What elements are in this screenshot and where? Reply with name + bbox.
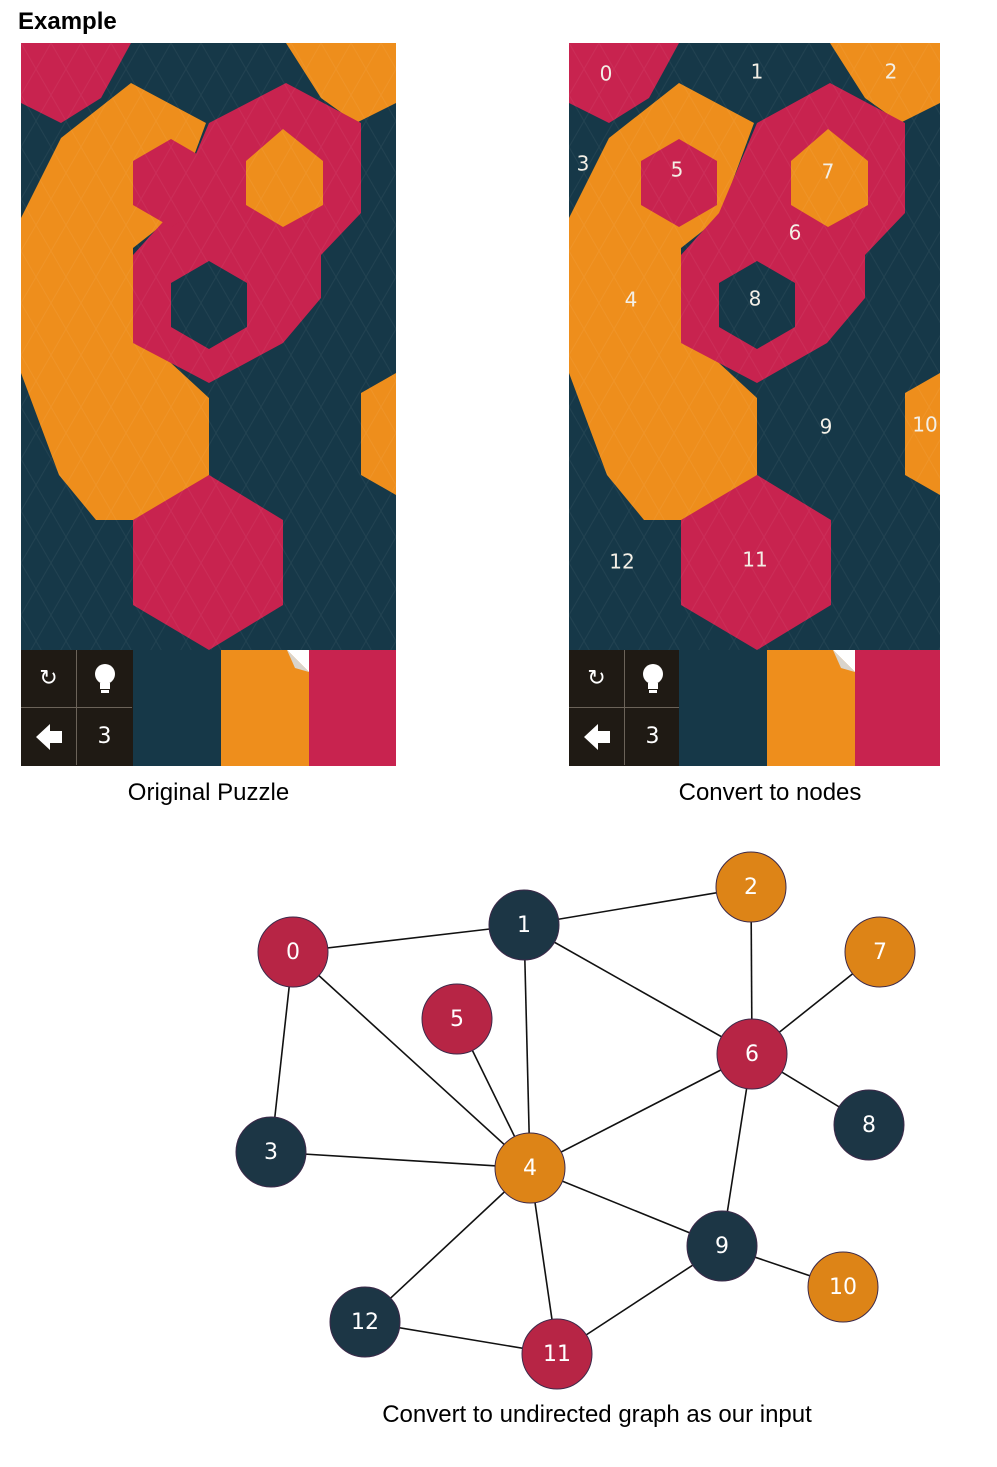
graph-node-5: 5 — [421, 983, 493, 1055]
node-label-12: 12 — [609, 550, 634, 574]
texture-overlay — [21, 43, 396, 650]
orange-color-swatch[interactable] — [767, 650, 855, 766]
graph-node-label-3: 3 — [264, 1140, 278, 1165]
node-label-10: 10 — [912, 413, 937, 437]
moves-counter: 3 — [97, 724, 112, 749]
node-label-1: 1 — [751, 60, 764, 84]
example-heading: Example — [18, 8, 117, 35]
graph-node-label-4: 4 — [523, 1156, 537, 1181]
graph-node-circle-1 — [488, 889, 560, 961]
page-curl-icon — [287, 650, 309, 672]
graph-node-circle-10 — [807, 1251, 879, 1323]
caption-graph: Convert to undirected graph as our input — [382, 1401, 812, 1428]
graph-node-label-1: 1 — [517, 913, 531, 938]
lightbulb-icon[interactable] — [625, 650, 680, 708]
graph-node-label-0: 0 — [286, 940, 300, 965]
node-label-3: 3 — [577, 152, 590, 176]
original-puzzle-board — [21, 43, 396, 766]
graph-node-9: 9 — [686, 1210, 758, 1282]
graph-node-circle-5 — [421, 983, 493, 1055]
edge-1-2 — [523, 886, 752, 926]
graph-node-10: 10 — [807, 1251, 879, 1323]
graph-node-label-8: 8 — [862, 1113, 876, 1138]
control-panel: ↻ 3 — [569, 650, 680, 766]
refresh-icon[interactable]: ↻ — [21, 650, 77, 708]
edge-4-12 — [364, 1167, 531, 1323]
caption-original-puzzle: Original Puzzle — [127, 779, 290, 806]
graph-node-8: 8 — [833, 1089, 905, 1161]
graph-node-label-10: 10 — [829, 1275, 857, 1300]
control-panel: ↻ 3 — [21, 650, 133, 766]
node-label-5: 5 — [671, 158, 684, 182]
graph-node-circle-11 — [521, 1318, 593, 1390]
graph-node-7: 7 — [844, 916, 916, 988]
graph-node-circle-6 — [716, 1018, 788, 1090]
node-label-8: 8 — [749, 287, 762, 311]
arrow-left-icon[interactable] — [569, 708, 625, 765]
node-label-11: 11 — [742, 548, 767, 572]
graph-node-1: 1 — [488, 889, 560, 961]
graph-node-2: 2 — [715, 851, 787, 923]
node-label-2: 2 — [885, 60, 898, 84]
graph-node-circle-0 — [257, 916, 329, 988]
graph-node-label-12: 12 — [351, 1310, 379, 1335]
edge-1-6 — [523, 924, 753, 1055]
moves-counter: 3 — [645, 724, 660, 749]
red-color-swatch[interactable] — [309, 650, 396, 766]
graph-node-label-9: 9 — [715, 1234, 729, 1259]
edge-1-4 — [523, 924, 531, 1169]
graph-node-circle-3 — [235, 1116, 307, 1188]
caption-convert-to-nodes: Convert to nodes — [678, 779, 862, 806]
graph-node-label-6: 6 — [745, 1042, 759, 1067]
graph-node-0: 0 — [257, 916, 329, 988]
graph-node-circle-12 — [329, 1286, 401, 1358]
edge-0-4 — [292, 951, 531, 1169]
graph-node-circle-8 — [833, 1089, 905, 1161]
edge-4-6 — [529, 1053, 753, 1169]
red-color-swatch[interactable] — [855, 650, 940, 766]
lightbulb-icon[interactable] — [77, 650, 132, 708]
refresh-icon[interactable]: ↻ — [569, 650, 625, 708]
graph-node-6: 6 — [716, 1018, 788, 1090]
graph-node-circle-7 — [844, 916, 916, 988]
navy-color-swatch[interactable] — [133, 650, 221, 766]
graph-node-4: 4 — [494, 1132, 566, 1204]
graph-node-circle-2 — [715, 851, 787, 923]
graph-node-label-5: 5 — [450, 1007, 464, 1032]
page-curl-icon — [833, 650, 855, 672]
graph-node-label-11: 11 — [543, 1342, 571, 1367]
original-puzzle-panel: ↻ 3 — [21, 43, 396, 766]
graph-node-circle-9 — [686, 1210, 758, 1282]
node-label-0: 0 — [600, 62, 613, 86]
graph-node-label-2: 2 — [744, 875, 758, 900]
graph-node-12: 12 — [329, 1286, 401, 1358]
texture-overlay — [569, 43, 940, 650]
arrow-left-icon[interactable] — [21, 708, 77, 765]
orange-color-swatch[interactable] — [221, 650, 309, 766]
node-label-6: 6 — [789, 221, 802, 245]
graph-node-label-7: 7 — [873, 940, 887, 965]
graph-node-11: 11 — [521, 1318, 593, 1390]
node-label-4: 4 — [625, 288, 638, 312]
node-label-9: 9 — [820, 415, 833, 439]
node-label-7: 7 — [822, 160, 835, 184]
edge-0-1 — [292, 924, 525, 953]
edge-3-4 — [270, 1151, 531, 1169]
graph-node-3: 3 — [235, 1116, 307, 1188]
graph-node-circle-4 — [494, 1132, 566, 1204]
navy-color-swatch[interactable] — [679, 650, 767, 766]
